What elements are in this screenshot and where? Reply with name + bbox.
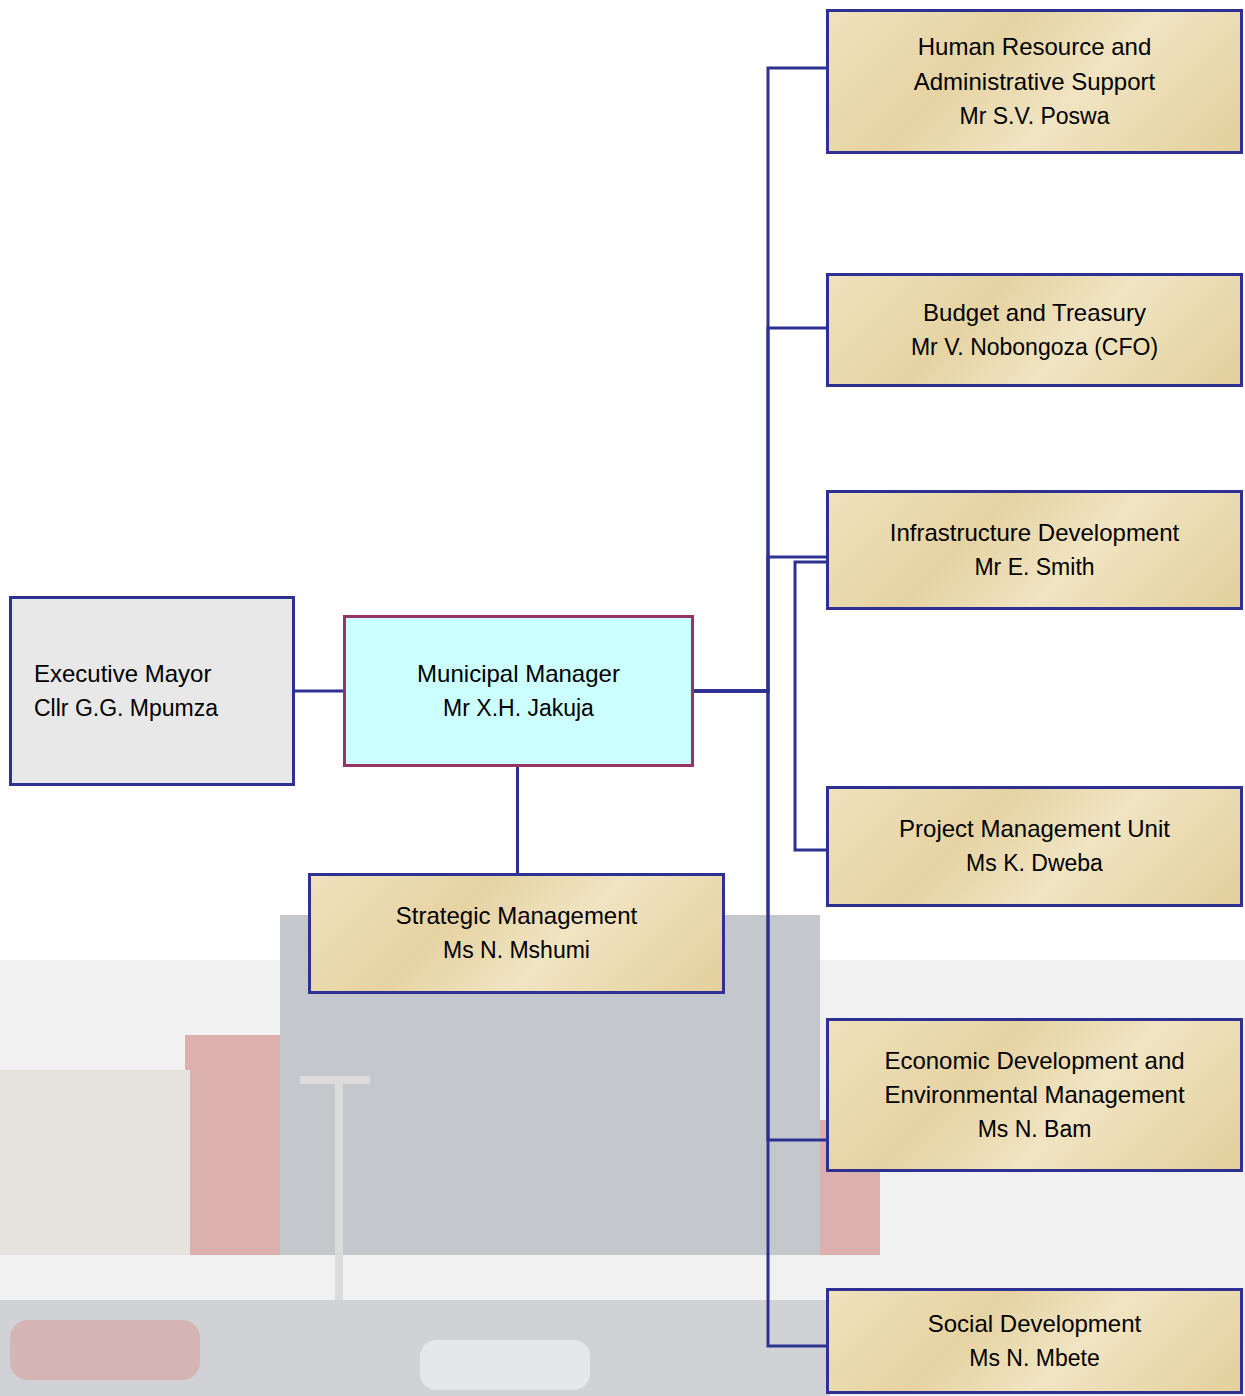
unit-title: Executive Mayor	[34, 657, 272, 692]
org-box: Executive MayorCllr G.G. Mpumza	[9, 596, 295, 786]
box-text-group: Executive MayorCllr G.G. Mpumza	[34, 657, 272, 725]
lamp-post	[335, 1080, 343, 1310]
car	[10, 1320, 200, 1380]
person-name: Cllr G.G. Mpumza	[34, 692, 272, 725]
reporting-line	[694, 328, 826, 691]
org-box: Strategic ManagementMs N. Mshumi	[308, 873, 725, 994]
box-text-group: Budget and TreasuryMr V. Nobongoza (CFO)	[843, 296, 1226, 364]
reporting-line	[795, 562, 826, 850]
unit-title: Economic Development and Environmental M…	[851, 1044, 1218, 1114]
unit-title: Strategic Management	[325, 899, 708, 934]
person-name: Mr V. Nobongoza (CFO)	[843, 331, 1226, 364]
reporting-line	[295, 690, 343, 693]
wing	[0, 1070, 190, 1255]
person-name: Ms N. Bam	[851, 1113, 1218, 1146]
person-name: Mr E. Smith	[843, 551, 1226, 584]
reporting-line	[694, 691, 826, 1346]
person-name: Ms N. Mbete	[843, 1342, 1226, 1375]
unit-title: Municipal Manager	[360, 657, 677, 692]
unit-title: Budget and Treasury	[843, 296, 1226, 331]
person-name: Mr S.V. Poswa	[851, 100, 1218, 133]
red-panel	[185, 1035, 280, 1255]
box-text-group: Economic Development and Environmental M…	[851, 1044, 1218, 1147]
org-box: Budget and TreasuryMr V. Nobongoza (CFO)	[826, 273, 1243, 387]
org-box: Infrastructure DevelopmentMr E. Smith	[826, 490, 1243, 610]
person-name: Ms N. Mshumi	[325, 934, 708, 967]
org-box: Project Management UnitMs K. Dweba	[826, 786, 1243, 907]
person-name: Ms K. Dweba	[843, 847, 1226, 880]
person-name: Mr X.H. Jakuja	[360, 692, 677, 725]
unit-title: Project Management Unit	[843, 812, 1226, 847]
org-box: Economic Development and Environmental M…	[826, 1018, 1243, 1172]
org-box: Municipal ManagerMr X.H. Jakuja	[343, 615, 694, 767]
box-text-group: Human Resource and Administrative Suppor…	[851, 30, 1218, 133]
unit-title: Infrastructure Development	[843, 516, 1226, 551]
car	[420, 1340, 590, 1390]
box-text-group: Infrastructure DevelopmentMr E. Smith	[843, 516, 1226, 584]
org-box: Human Resource and Administrative Suppor…	[826, 9, 1243, 154]
lamp-head	[300, 1076, 370, 1084]
reporting-line	[694, 68, 826, 691]
box-text-group: Project Management UnitMs K. Dweba	[843, 812, 1226, 880]
org-box: Social DevelopmentMs N. Mbete	[826, 1288, 1243, 1394]
box-text-group: Strategic ManagementMs N. Mshumi	[325, 899, 708, 967]
box-text-group: Social DevelopmentMs N. Mbete	[843, 1307, 1226, 1375]
unit-title: Social Development	[843, 1307, 1226, 1342]
reporting-line	[694, 557, 826, 691]
unit-title: Human Resource and Administrative Suppor…	[851, 30, 1218, 100]
reporting-line	[516, 767, 519, 873]
box-text-group: Municipal ManagerMr X.H. Jakuja	[360, 657, 677, 725]
car-park	[0, 1300, 830, 1396]
